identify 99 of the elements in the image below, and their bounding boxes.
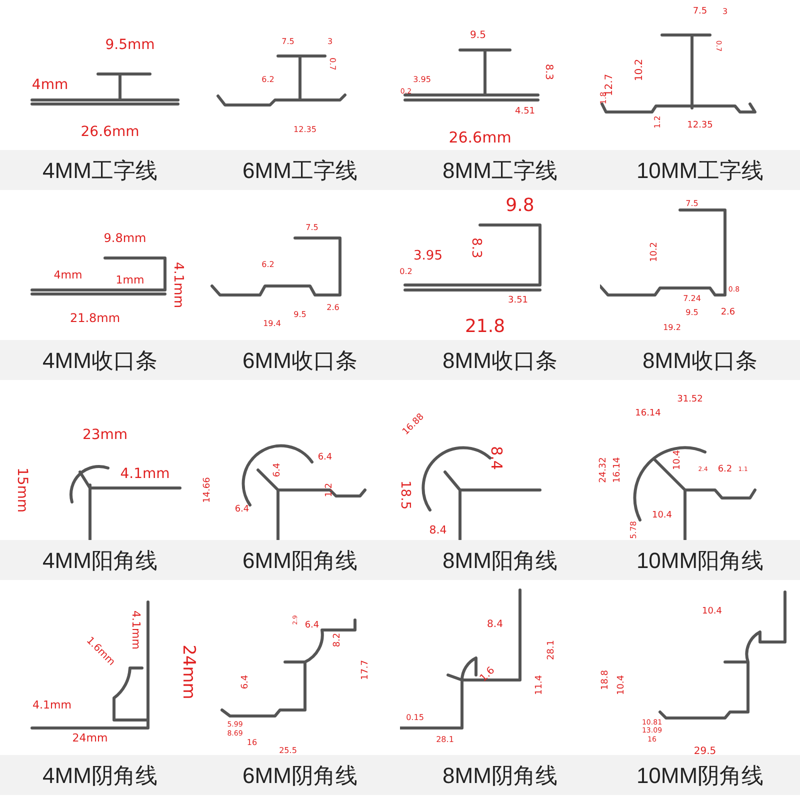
dimension-label: 6.4 (318, 454, 332, 462)
caption-text: 4MM收口条 (42, 346, 158, 374)
dimension-label: 9.8 (506, 197, 534, 215)
caption-text: 10MM阴角线 (636, 762, 764, 790)
dimension-label: 7.5 (282, 38, 294, 46)
dimension-label: 14.66 (204, 477, 212, 503)
dimension-label: 7.5 (692, 8, 708, 16)
dimension-label: 10.2 (635, 58, 645, 82)
dimension-label: 26.6mm (80, 125, 140, 139)
caption-text: 8MM阴角线 (442, 762, 558, 790)
dimension-label: 0.7 (328, 58, 336, 70)
dimension-label: 8.2 (334, 632, 342, 648)
dimension-label: 10.4 (674, 450, 682, 470)
dimension-label: 4.51 (514, 108, 536, 116)
dimension-label: 10.4 (618, 674, 626, 696)
dimension-label: 19.2 (663, 324, 681, 332)
caption-text: 4MM阳角线 (42, 546, 158, 574)
dimension-label: 6.2 (262, 261, 274, 269)
caption-text: 4MM阴角线 (42, 762, 158, 790)
dimension-label: 4mm (32, 78, 68, 92)
caption-band (600, 540, 800, 580)
dimension-label: 16.14 (614, 457, 622, 483)
dimension-label: 16.14 (635, 410, 661, 418)
dimension-label: 1.6 (478, 666, 498, 684)
dimension-label: 3 (327, 38, 333, 46)
dimension-label: 8.4 (488, 446, 504, 470)
dimension-label: 3 (722, 8, 728, 16)
dimension-label: 6.2 (262, 76, 274, 84)
dimension-label: 8.4 (429, 524, 447, 536)
dimension-label: 28.1 (436, 736, 454, 744)
caption-text: 8MM阳角线 (442, 546, 558, 574)
dimension-label: 2.6 (326, 304, 340, 312)
dimension-label: 8.4 (487, 620, 503, 630)
dimension-label: 31.52 (677, 396, 703, 404)
caption-text: 6MM阴角线 (242, 762, 358, 790)
dimension-label: 2.6 (720, 308, 736, 318)
dimension-label: 24.32 (600, 457, 608, 483)
dimension-label: 7.24 (683, 295, 701, 303)
dimension-label: 28.1 (548, 640, 556, 660)
dimension-label: 6.4 (242, 674, 250, 690)
dimension-label: 16 (246, 739, 258, 747)
dimension-label: 12.7 (605, 74, 615, 96)
dimension-label: 9.5mm (105, 38, 155, 52)
dimension-label: 9.5 (294, 311, 306, 319)
dimension-label: 6.4 (234, 506, 250, 514)
dimension-label: 6.4 (274, 462, 282, 478)
dimension-label: 18.5 (398, 480, 412, 510)
dimension-label: 7.5 (306, 224, 318, 232)
dimension-label: 10.4 (652, 512, 672, 520)
dimension-label: 1.2 (326, 482, 334, 498)
dimension-label: 21.8mm (70, 312, 120, 324)
dimension-label: 1mm (116, 274, 144, 286)
dimension-label: 10.4 (702, 608, 722, 616)
dimension-label: 6.4 (304, 622, 320, 630)
dimension-label: 7.5 (686, 200, 698, 208)
dimension-label: 12.35 (294, 126, 316, 134)
caption-text: 6MM工字线 (242, 156, 358, 184)
dimension-label: 9.5 (470, 31, 486, 41)
dimension-label: 4.1mm (120, 467, 170, 481)
dimension-label: 4.1mm (32, 700, 72, 710)
dimension-label: 3.51 (508, 296, 528, 306)
caption-text: 8MM工字线 (442, 156, 558, 184)
caption-text: 10MM阳角线 (636, 546, 764, 574)
caption-text: 8MM收口条 (442, 346, 558, 374)
caption-text: 4MM工字线 (42, 156, 158, 184)
dimension-label: 4.1mm (130, 610, 142, 650)
dimension-label: 26.6mm (448, 130, 512, 146)
dimension-label: 1.8 (600, 92, 608, 104)
dimension-label: 19.4 (263, 320, 281, 328)
dimension-label: 23mm (82, 428, 128, 442)
dimension-label: 11.4 (536, 674, 544, 696)
dimension-label: 3.95 (413, 76, 431, 84)
dimension-label: 21.8 (464, 318, 506, 336)
dimension-label: 8.3 (470, 238, 482, 258)
dimension-label: 24mm (180, 644, 196, 700)
dimension-label: 4.1mm (172, 262, 184, 308)
dimension-label: 10.2 (650, 242, 660, 262)
caption-text: 6MM收口条 (242, 346, 358, 374)
dimension-label: 9.8mm (104, 232, 146, 244)
dimension-label: 0.2 (400, 268, 412, 276)
caption-text: 10MM工字线 (636, 156, 764, 184)
dimension-label: 18.8 (602, 670, 610, 690)
dimension-label: 0.15 (406, 714, 424, 722)
dimension-label: 4mm (54, 270, 82, 280)
dimension-label: 15mm (15, 467, 29, 513)
dimension-label: 9.5 (686, 309, 698, 317)
dimension-label: 24mm (72, 732, 108, 744)
caption-text: 8MM收口条 (642, 346, 758, 374)
dimension-label: 8.3 (543, 64, 553, 80)
dimension-label: 3.95 (414, 250, 442, 262)
dimension-label: 5.78 (630, 521, 638, 539)
dimension-label: 6.2 (718, 466, 732, 474)
dimension-label: 1.2 (654, 116, 662, 128)
dimension-label: 12.35 (687, 122, 713, 130)
caption-text: 6MM阳角线 (242, 546, 358, 574)
dimension-label: 29.5 (694, 747, 716, 757)
dimension-label: 17.7 (362, 660, 370, 680)
dimension-label: 25.5 (279, 747, 297, 755)
caption-band (0, 540, 200, 580)
